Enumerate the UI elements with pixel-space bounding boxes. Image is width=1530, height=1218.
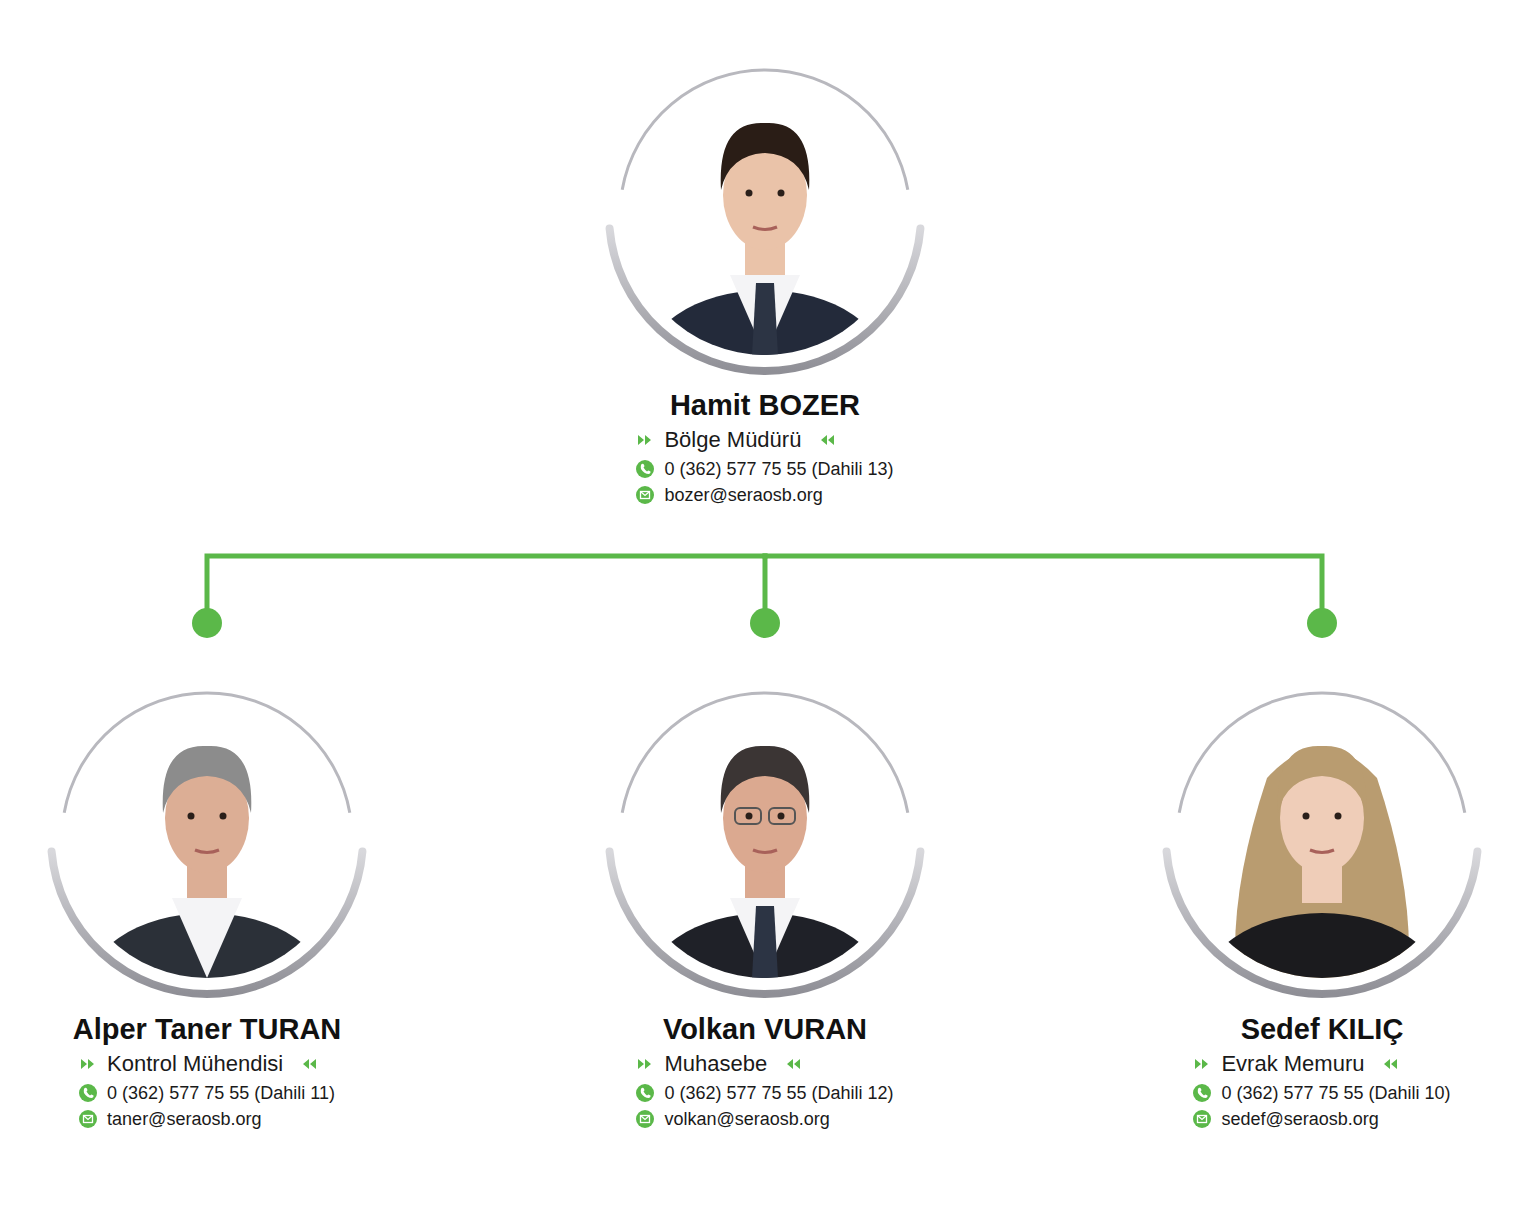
- info-rows: Evrak Memuru0 (362) 577 75 55 (Dahili 10…: [1193, 1050, 1450, 1132]
- info-row: 0 (362) 577 75 55 (Dahili 12): [636, 1080, 893, 1106]
- connector-line: [765, 556, 1322, 623]
- person-name: Alper Taner TURAN: [27, 1012, 387, 1046]
- person-card: Volkan VURAN Muhasebe0 (362) 577 75 55 (D…: [585, 623, 945, 1143]
- info-row: Muhasebe: [636, 1050, 893, 1078]
- card-text: Sedef KILIÇ Evrak Memuru0 (362) 577 75 55…: [1142, 1012, 1502, 1133]
- person-name: Sedef KILIÇ: [1142, 1012, 1502, 1046]
- connector-dot: [750, 608, 780, 638]
- arrowsL-icon: [1364, 1057, 1398, 1071]
- portrait-frame: [585, 623, 945, 1008]
- info-row: 0 (362) 577 75 55 (Dahili 11): [79, 1080, 335, 1106]
- arrows-icon: [636, 433, 664, 447]
- phone-number: 0 (362) 577 75 55 (Dahili 13): [664, 456, 893, 482]
- card-text: Hamit BOZER Bölge Müdürü0 (362) 577 75 55…: [585, 388, 945, 509]
- portrait: [625, 75, 905, 385]
- info-rows: Bölge Müdürü0 (362) 577 75 55 (Dahili 13…: [636, 426, 893, 508]
- arrows-icon: [79, 1057, 107, 1071]
- person-card: Alper Taner TURAN Kontrol Mühendisi0 (362…: [27, 623, 387, 1143]
- info-row: sedef@seraosb.org: [1193, 1106, 1450, 1132]
- arrowsL-icon: [801, 433, 835, 447]
- arrowsL-icon: [283, 1057, 317, 1071]
- portrait-frame: [1142, 623, 1502, 1008]
- info-row: Bölge Müdürü: [636, 426, 893, 454]
- org-connector: [192, 556, 765, 638]
- job-title: Evrak Memuru: [1221, 1050, 1364, 1078]
- info-row: Kontrol Mühendisi: [79, 1050, 335, 1078]
- org-connector: [750, 556, 780, 638]
- phone-icon: [1193, 1083, 1221, 1103]
- info-row: taner@seraosb.org: [79, 1106, 335, 1132]
- arrows-icon: [636, 1057, 664, 1071]
- job-title: Muhasebe: [664, 1050, 767, 1078]
- info-row: 0 (362) 577 75 55 (Dahili 10): [1193, 1080, 1450, 1106]
- person-card: Hamit BOZER Bölge Müdürü0 (362) 577 75 55…: [585, 50, 945, 556]
- portrait: [67, 698, 347, 1008]
- job-title: Kontrol Mühendisi: [107, 1050, 283, 1078]
- card-text: Volkan VURAN Muhasebe0 (362) 577 75 55 (D…: [585, 1012, 945, 1133]
- info-rows: Kontrol Mühendisi0 (362) 577 75 55 (Dahi…: [79, 1050, 335, 1132]
- email-address: volkan@seraosb.org: [664, 1106, 829, 1132]
- info-row: Evrak Memuru: [1193, 1050, 1450, 1078]
- connector-dot: [192, 608, 222, 638]
- mail-icon: [1193, 1109, 1221, 1129]
- person-card: Sedef KILIÇ Evrak Memuru0 (362) 577 75 55…: [1142, 623, 1502, 1143]
- info-row: 0 (362) 577 75 55 (Dahili 13): [636, 456, 893, 482]
- person-name: Volkan VURAN: [585, 1012, 945, 1046]
- info-row: bozer@seraosb.org: [636, 482, 893, 508]
- info-rows: Muhasebe0 (362) 577 75 55 (Dahili 12)vol…: [636, 1050, 893, 1132]
- job-title: Bölge Müdürü: [664, 426, 801, 454]
- phone-icon: [636, 459, 664, 479]
- phone-number: 0 (362) 577 75 55 (Dahili 10): [1221, 1080, 1450, 1106]
- phone-number: 0 (362) 577 75 55 (Dahili 12): [664, 1080, 893, 1106]
- info-row: volkan@seraosb.org: [636, 1106, 893, 1132]
- arrowsL-icon: [767, 1057, 801, 1071]
- email-address: taner@seraosb.org: [107, 1106, 261, 1132]
- phone-number: 0 (362) 577 75 55 (Dahili 11): [107, 1080, 335, 1106]
- portrait: [1182, 698, 1462, 1008]
- connector-dot: [1307, 608, 1337, 638]
- portrait-frame: [27, 623, 387, 1008]
- email-address: sedef@seraosb.org: [1221, 1106, 1378, 1132]
- arrows-icon: [1193, 1057, 1221, 1071]
- portrait: [625, 698, 905, 1008]
- org-connector: [765, 556, 1337, 638]
- phone-icon: [636, 1083, 664, 1103]
- card-text: Alper Taner TURAN Kontrol Mühendisi0 (362…: [27, 1012, 387, 1133]
- mail-icon: [636, 485, 664, 505]
- mail-icon: [636, 1109, 664, 1129]
- email-address: bozer@seraosb.org: [664, 482, 822, 508]
- person-name: Hamit BOZER: [585, 388, 945, 422]
- connector-line: [207, 556, 765, 623]
- phone-icon: [79, 1083, 107, 1103]
- portrait-frame: [585, 50, 945, 385]
- mail-icon: [79, 1109, 107, 1129]
